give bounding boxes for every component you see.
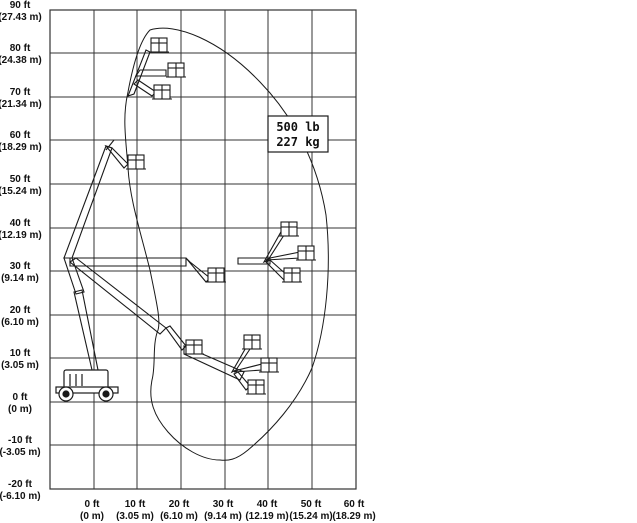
jib-raised-link bbox=[105, 139, 115, 151]
y-tick-50: 50 ft(15.24 m) bbox=[0, 174, 42, 197]
x-tick-50: 50 ft(15.24 m) bbox=[289, 499, 332, 522]
platform-basket bbox=[259, 357, 279, 373]
machine-chassis bbox=[55, 369, 119, 402]
boom-assembly bbox=[63, 49, 301, 391]
chassis-frame bbox=[55, 386, 119, 394]
x-tick-20: 20 ft(6.10 m) bbox=[160, 499, 198, 522]
y-tick-70: 70 ft(21.34 m) bbox=[0, 87, 42, 110]
jib-top-1 bbox=[127, 49, 151, 97]
platform-basket bbox=[184, 339, 204, 355]
upper-boom-out-low bbox=[183, 345, 245, 381]
y-tick-80: 80 ft(24.38 m) bbox=[0, 43, 42, 66]
platform-basket bbox=[282, 267, 302, 283]
capacity-box: 500 lb 227 kg bbox=[267, 115, 329, 153]
rear-wheel-hub bbox=[102, 390, 110, 398]
y-tick-minus-10: -10 ft(-3.05 m) bbox=[0, 435, 41, 458]
y-tick-90: 90 ft(27.43 m) bbox=[0, 0, 42, 23]
x-tick-60: 60 ft(18.29 m) bbox=[332, 499, 375, 522]
lower-boom bbox=[73, 289, 99, 371]
platform-basket bbox=[126, 154, 146, 170]
capacity-kg: 227 kg bbox=[276, 135, 319, 149]
capacity-lb: 500 lb bbox=[276, 120, 319, 134]
y-tick-30: 30 ft(9.14 m) bbox=[1, 261, 39, 284]
x-tick-40: 40 ft(12.19 m) bbox=[245, 499, 288, 522]
y-tick-20: 20 ft(6.10 m) bbox=[1, 305, 39, 328]
x-tick-0: 0 ft(0 m) bbox=[80, 499, 104, 522]
platform-basket bbox=[246, 379, 266, 395]
platform-basket bbox=[296, 245, 316, 261]
upper-boom-horizontal bbox=[69, 257, 187, 267]
x-tick-30: 30 ft(9.14 m) bbox=[204, 499, 242, 522]
grid-frame bbox=[49, 9, 357, 490]
capacity-box-frame bbox=[267, 115, 329, 153]
upper-boom-raised bbox=[63, 145, 113, 259]
y-tick-60: 60 ft(18.29 m) bbox=[0, 130, 42, 153]
jib-horizontal bbox=[185, 257, 211, 283]
y-tick-10: 10 ft(3.05 m) bbox=[1, 348, 39, 371]
platform-basket bbox=[242, 334, 262, 350]
riser-section bbox=[63, 257, 85, 295]
upper-boom-lowered bbox=[69, 257, 167, 335]
x-tick-10: 10 ft(3.05 m) bbox=[116, 499, 154, 522]
y-tick-0: 0 ft(0 m) bbox=[8, 392, 32, 415]
working-envelope-outline bbox=[124, 27, 329, 461]
jib-top-2 bbox=[134, 69, 167, 77]
platform-basket bbox=[206, 267, 226, 283]
x-axis-labels: 0 ft(0 m) 10 ft(3.05 m) 20 ft(6.10 m) 30… bbox=[80, 499, 376, 522]
platform-baskets bbox=[126, 37, 316, 395]
jib-lowered bbox=[165, 325, 187, 351]
platform-basket bbox=[149, 37, 169, 53]
front-wheel-hub bbox=[62, 390, 70, 398]
jib-out-high-1 bbox=[237, 257, 271, 265]
y-tick-40: 40 ft(12.19 m) bbox=[0, 218, 42, 241]
jib-out-low-2 bbox=[233, 363, 263, 373]
platform-basket bbox=[152, 84, 172, 100]
y-tick-minus-20: -20 ft(-6.10 m) bbox=[0, 479, 41, 502]
platform-basket bbox=[166, 62, 186, 78]
platform-basket bbox=[279, 221, 299, 237]
y-axis-labels: 90 ft(27.43 m) 80 ft(24.38 m) 70 ft(21.3… bbox=[0, 0, 42, 502]
